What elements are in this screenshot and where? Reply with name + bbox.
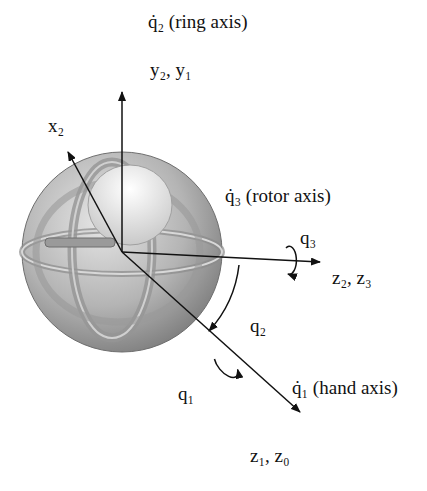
angle-label: q₃ <box>300 228 316 249</box>
angle-label: q₁ <box>178 384 194 405</box>
axis-label: x₂ <box>48 116 64 137</box>
angle-label: q₂ <box>250 316 266 337</box>
axis-label: q̇₂ (ring axis) <box>148 12 248 33</box>
axis-label: y₂, y₁ <box>150 60 192 81</box>
axis-label: z₁, z₀ <box>250 446 290 467</box>
axis-label: q̇₁ (hand axis) <box>292 378 398 399</box>
axis-label: q̇₃ (rotor axis) <box>225 186 331 207</box>
axis-label: z₂, z₃ <box>332 268 372 289</box>
